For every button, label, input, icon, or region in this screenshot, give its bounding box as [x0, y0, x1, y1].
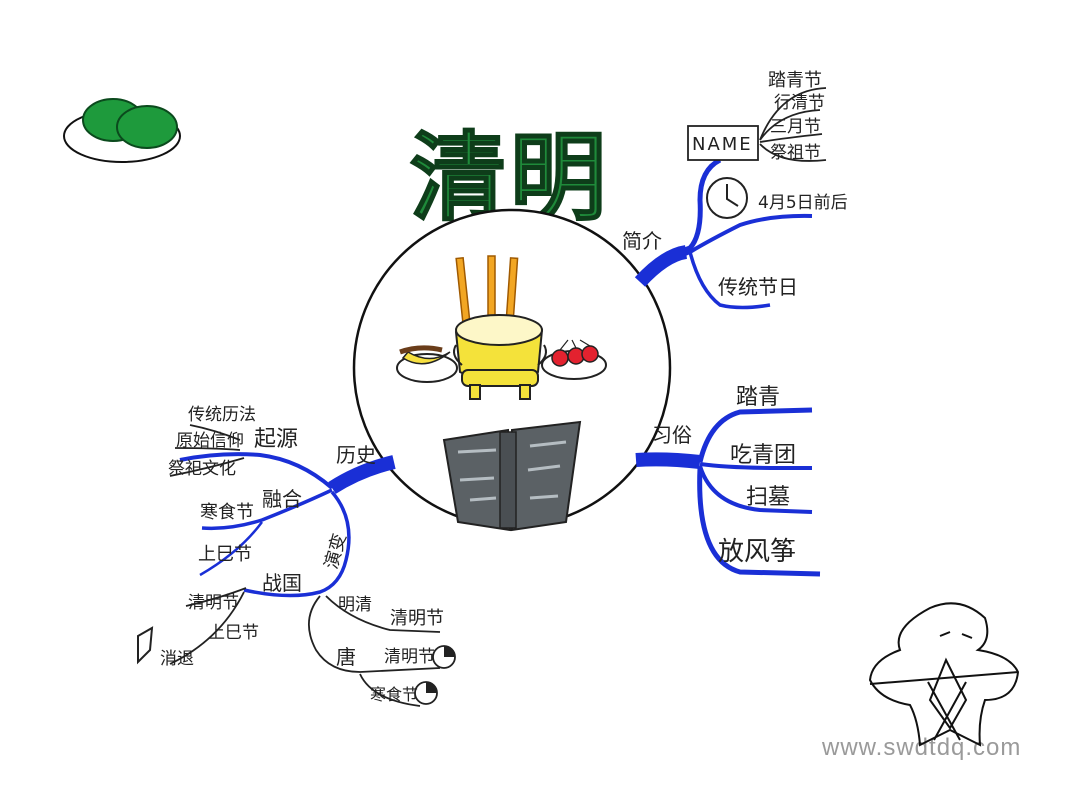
branch-top-right: [634, 157, 813, 310]
branch-right: [635, 407, 821, 577]
warring-item: 清明节: [188, 593, 239, 613]
merge-item: 上巳节: [198, 544, 252, 565]
ming-item: 清明节: [390, 608, 444, 629]
book-icon: [442, 420, 582, 532]
custom-item: 放风筝: [718, 537, 796, 567]
tradition-label: 传统节日: [718, 275, 798, 299]
festival-date: 4月5日前后: [758, 193, 848, 213]
branch-left: [179, 452, 396, 598]
origin-item: 原始信仰: [176, 431, 244, 451]
merge-item: 寒食节: [200, 502, 254, 523]
cherry-plate-icon: [541, 339, 607, 380]
origin-item: 传统历法: [188, 405, 256, 425]
origin-item: 祭祀文化: [168, 459, 236, 479]
warring-label: 战国: [262, 571, 302, 595]
ming-label: 明清: [338, 595, 372, 615]
tang-item: 清明节: [384, 647, 435, 667]
custom-item: 扫墓: [746, 485, 790, 510]
qingtuan-plate: [63, 98, 181, 163]
figure-sketch-icon: [868, 602, 1020, 747]
watermark: www.swdtdq.com: [822, 734, 1022, 761]
warring-item: 上巳节: [208, 623, 259, 643]
alias-name: 踏青节: [768, 70, 822, 91]
branch-label-intro: 简介: [622, 229, 662, 253]
branch-label-customs: 习俗: [652, 423, 692, 447]
alias-name: 行清节: [774, 93, 825, 113]
alias-name: 三月节: [770, 117, 821, 137]
clock-icon: [706, 177, 748, 219]
tang-label: 唐: [336, 645, 356, 669]
custom-item: 吃青团: [730, 443, 796, 468]
name-box: [687, 125, 759, 161]
timer-icon: [432, 645, 456, 669]
alias-name: 祭祖节: [770, 143, 821, 163]
tang-item: 寒食节: [370, 685, 418, 704]
banana-plate-icon: [396, 345, 458, 383]
name-box-label: NAME: [692, 134, 753, 155]
connector-lines: [169, 87, 827, 707]
flag-icon: [137, 626, 154, 665]
incense-burner-icon: [453, 255, 547, 400]
origin-label: 起源: [254, 427, 298, 452]
timer-icon: [414, 681, 438, 705]
branch-label-history: 历史: [336, 443, 376, 467]
custom-item: 踏青: [736, 385, 780, 410]
qingtuan-ball: [116, 105, 178, 149]
fade-label: 消退: [160, 649, 194, 669]
merge-label: 融合: [262, 487, 302, 511]
